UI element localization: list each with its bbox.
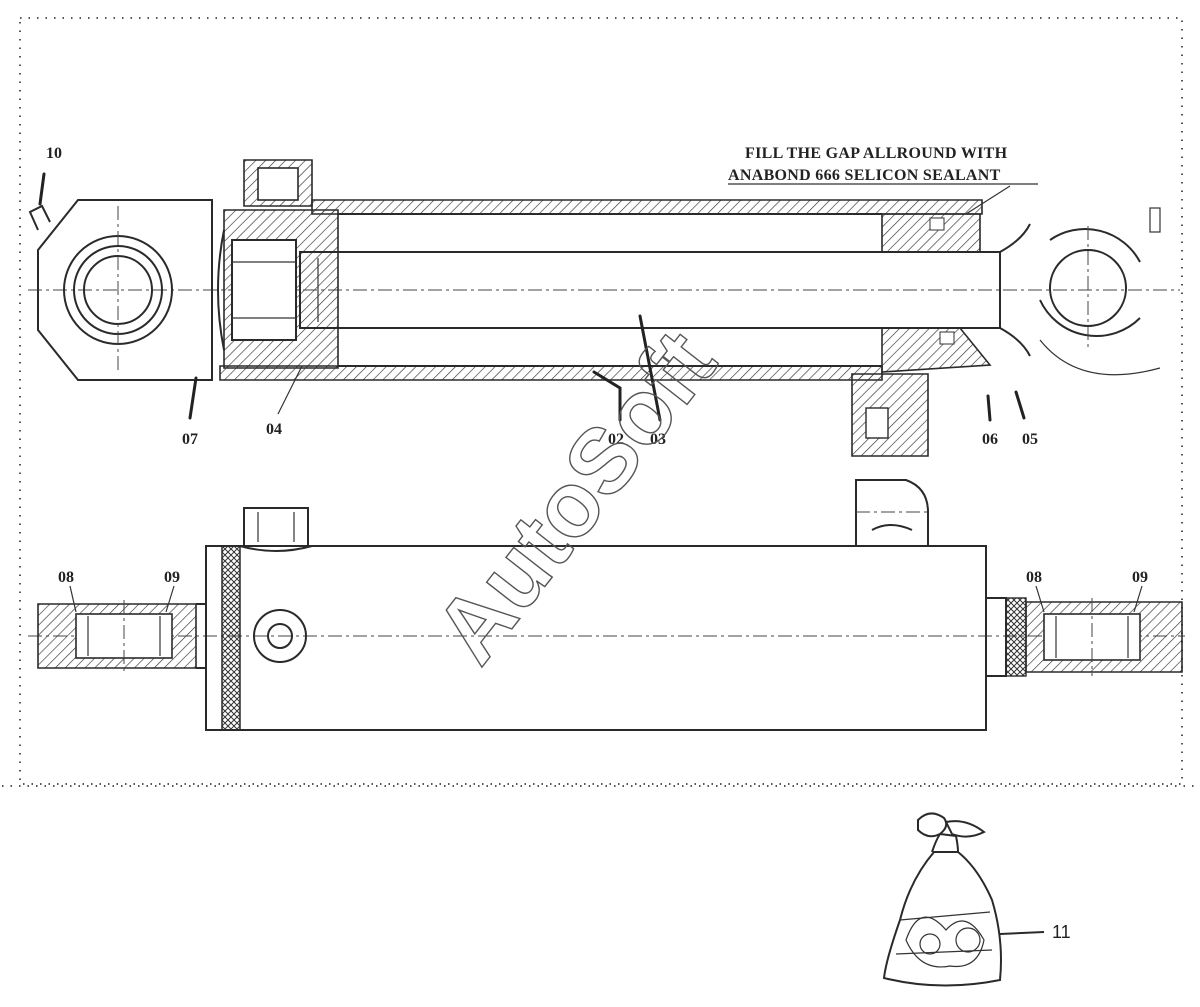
part-label-11: 11 [1052, 922, 1071, 942]
gland-head [881, 213, 981, 253]
part-label-04: 04 [266, 421, 282, 438]
cylinder-body [205, 545, 987, 731]
side-port [253, 609, 307, 663]
part-label-08-left: 08 [58, 569, 74, 586]
part-label-05: 05 [1022, 431, 1038, 448]
part-label-07: 07 [182, 431, 198, 448]
weld-band [221, 545, 241, 731]
sealant-note-line1: FILL THE GAP ALLROUND WITH [745, 145, 1008, 162]
sealant-note-line2: ANABOND 666 SELICON SEALANT [728, 167, 1001, 184]
barrel-top-wall [311, 199, 983, 215]
dotted-frame [19, 17, 1183, 785]
part-label-06: 06 [982, 431, 998, 448]
spare-parts-bag [882, 812, 1045, 987]
bottom-port [851, 373, 929, 457]
left-clevis [37, 199, 213, 381]
part-label-09-right: 09 [1132, 569, 1148, 586]
section-view: FILL THE GAP ALLROUND WITH ANABOND 666 S… [28, 145, 1180, 457]
piston-nut [231, 239, 297, 341]
part-label-03: 03 [650, 431, 666, 448]
part-label-10: 10 [46, 145, 62, 162]
rod-extension [986, 597, 1007, 677]
elevation-view [28, 479, 1185, 731]
part-label-08-right: 08 [1026, 569, 1042, 586]
barrel-bottom-wall [219, 365, 883, 381]
part-label-09-left: 09 [164, 569, 180, 586]
part-label-02: 02 [608, 431, 624, 448]
grease-nipple [28, 204, 51, 231]
